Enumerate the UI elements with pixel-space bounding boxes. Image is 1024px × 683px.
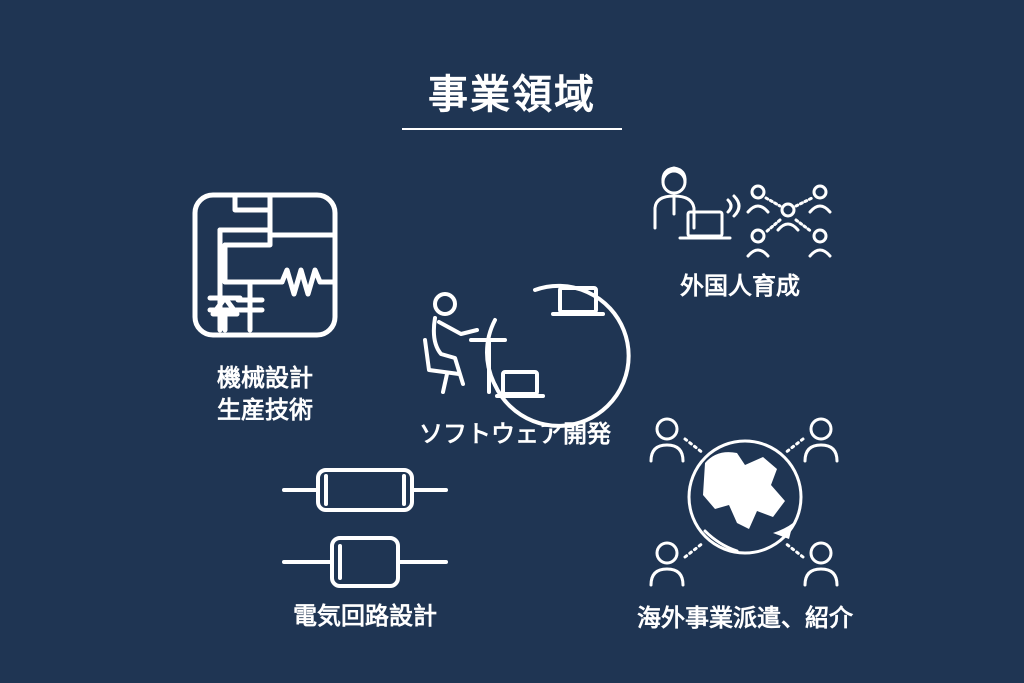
electronic-components-icon	[280, 462, 450, 592]
label-foreign-training: 外国人育成	[680, 272, 800, 300]
title-underline	[402, 128, 622, 130]
online-training-icon	[650, 162, 840, 262]
label-mechanical-line1: 機械設計	[217, 364, 313, 392]
label-overseas: 海外事業派遣、紹介	[637, 604, 853, 632]
circuit-board-icon	[190, 190, 340, 340]
label-mechanical: 機械設計 生産技術	[180, 362, 350, 426]
globe-network-icon	[645, 405, 845, 600]
label-software: ソフトウェア開発	[419, 420, 611, 448]
label-mechanical-line2: 生産技術	[217, 396, 313, 424]
page-title: 事業領域	[428, 72, 596, 118]
label-electrical: 電気回路設計	[293, 602, 437, 630]
developer-at-laptop-icon	[415, 280, 615, 410]
